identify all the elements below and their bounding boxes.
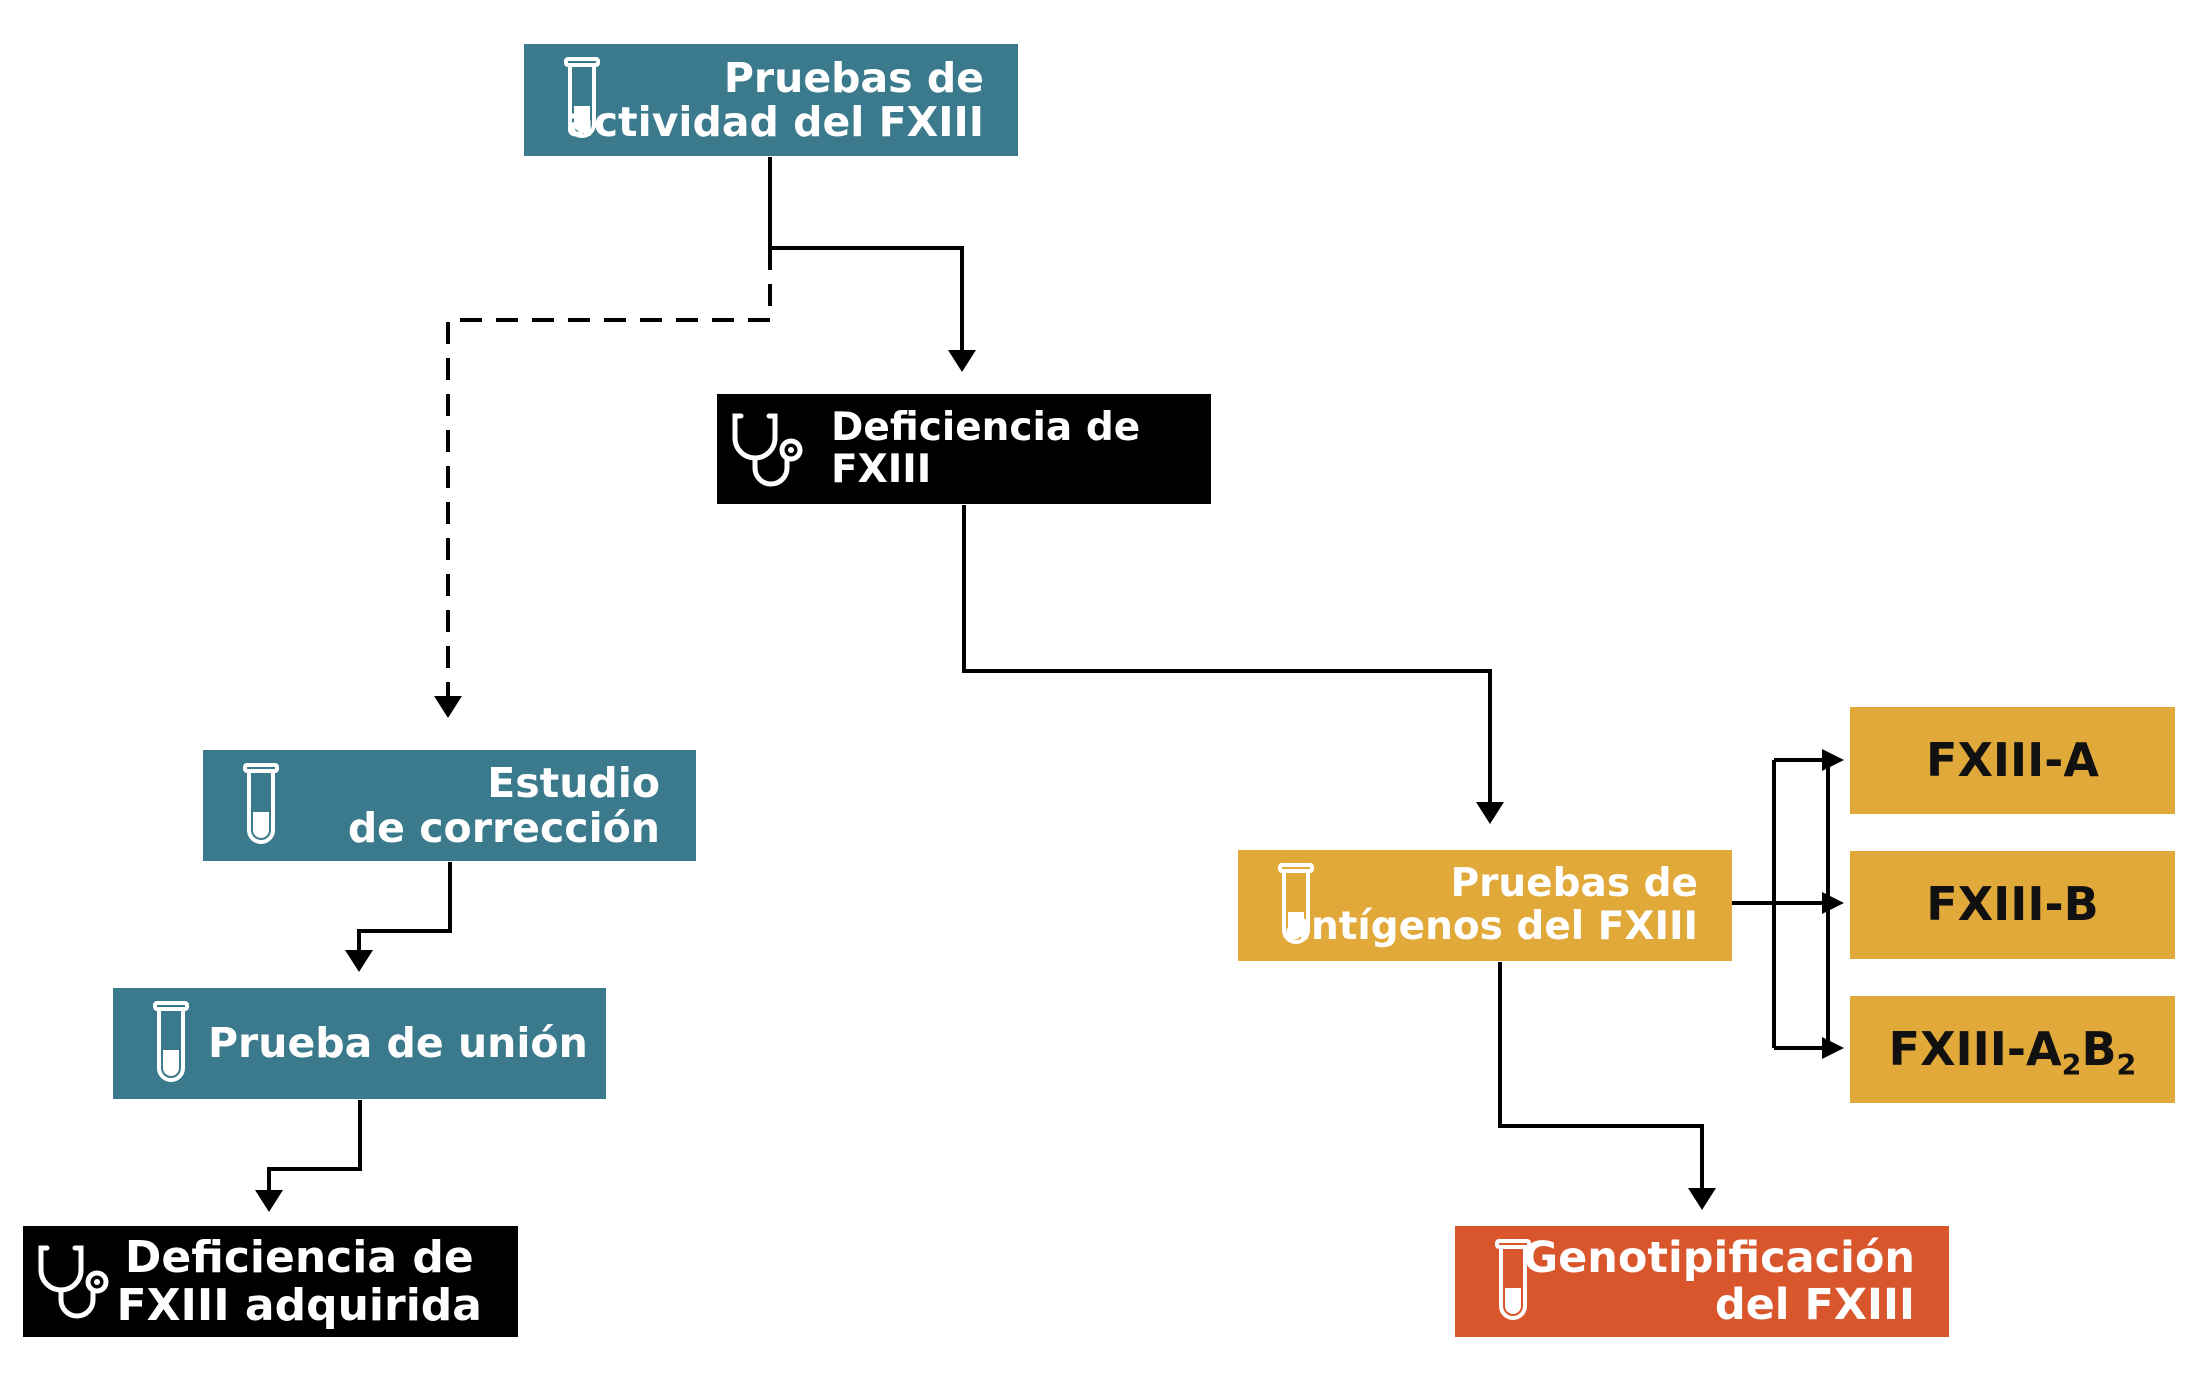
fxiii-a2b2-sub2: 2 bbox=[2116, 1048, 2137, 1082]
fxiii-b-label: FXIII-B bbox=[1926, 877, 2099, 932]
genotyping-label: Genotipificación del FXIII bbox=[1523, 1235, 1915, 1328]
connector-activity-to-deficiency bbox=[768, 157, 964, 360]
activity-tests-line2: actividad del FXIII bbox=[566, 98, 984, 146]
acquired-deficiency-line1: Deficiencia de bbox=[124, 1231, 474, 1283]
fxiii-a2b2-prefix: FXIII-A bbox=[1888, 1021, 2062, 1076]
acquired-deficiency-label: Deficiencia de FXIII adquirida bbox=[117, 1234, 482, 1329]
acquired-deficiency-box: Deficiencia de FXIII adquirida bbox=[23, 1226, 518, 1337]
activity-tests-label: Pruebas de actividad del FXIII bbox=[566, 56, 984, 145]
test-tube-icon bbox=[153, 1001, 189, 1082]
stethoscope-icon bbox=[38, 1245, 109, 1319]
arrowhead bbox=[434, 696, 462, 718]
arrowhead bbox=[948, 350, 976, 372]
test-tube-icon bbox=[243, 763, 279, 844]
arrowhead bbox=[1822, 749, 1844, 771]
deficiency-label: Deficiencia de FXIII bbox=[831, 404, 1141, 492]
arrowhead bbox=[1822, 892, 1844, 914]
arrowhead bbox=[345, 950, 373, 972]
genotyping-line2: del FXIII bbox=[1714, 1279, 1915, 1330]
test-tube-icon bbox=[1495, 1239, 1531, 1320]
acquired-deficiency-line2: FXIII adquirida bbox=[116, 1279, 482, 1331]
stethoscope-icon bbox=[732, 413, 803, 487]
antigen-tests-label: Pruebas de antígenos del FXIII bbox=[1285, 863, 1698, 947]
correction-study-label: Estudio de corrección bbox=[348, 761, 660, 850]
binding-test-box: Prueba de unión bbox=[113, 988, 606, 1099]
arrowhead bbox=[1688, 1188, 1716, 1210]
fxiii-a-box: FXIII-A bbox=[1850, 707, 2175, 814]
fxiii-a2b2-mid: B bbox=[2081, 1021, 2117, 1076]
arrowhead bbox=[255, 1190, 283, 1212]
binding-test-label: Prueba de unión bbox=[208, 1019, 588, 1068]
genotyping-line1: Genotipificación bbox=[1522, 1233, 1915, 1284]
correction-study-line1: Estudio bbox=[487, 759, 660, 808]
connector-correction-to-binding bbox=[357, 862, 452, 958]
arrowhead bbox=[1476, 802, 1504, 824]
connector-binding-to-acquired bbox=[267, 1100, 362, 1200]
antigen-tests-box: Pruebas de antígenos del FXIII bbox=[1238, 850, 1732, 961]
connector-deficiency-to-antigen bbox=[962, 505, 1492, 810]
deficiency-box: Deficiencia de FXIII bbox=[717, 394, 1211, 504]
fxiii-a2b2-sub1: 2 bbox=[2061, 1048, 2082, 1082]
correction-study-box: Estudio de corrección bbox=[203, 750, 696, 861]
activity-tests-box: Pruebas de actividad del FXIII bbox=[524, 44, 1018, 156]
fxiii-a2b2-box: FXIII-A2B2 bbox=[1850, 996, 2175, 1103]
genotyping-box: Genotipificación del FXIII bbox=[1455, 1226, 1949, 1337]
arrowhead bbox=[1822, 1037, 1844, 1059]
test-tube-icon bbox=[564, 57, 600, 138]
connector-activity-to-correction bbox=[446, 248, 772, 700]
fxiii-a2b2-label: FXIII-A2B2 bbox=[1888, 1021, 2137, 1080]
activity-tests-line1: Pruebas de bbox=[723, 53, 984, 102]
fxiii-a-label: FXIII-A bbox=[1926, 732, 2099, 787]
antigen-tests-line2: antígenos del FXIII bbox=[1284, 903, 1698, 949]
test-tube-icon bbox=[1278, 863, 1314, 944]
correction-study-line2: de corrección bbox=[347, 803, 660, 852]
fxiii-b-box: FXIII-B bbox=[1850, 851, 2175, 959]
antigen-tests-line1: Pruebas de bbox=[1450, 861, 1698, 907]
connector-antigen-to-genotyping bbox=[1498, 962, 1704, 1198]
